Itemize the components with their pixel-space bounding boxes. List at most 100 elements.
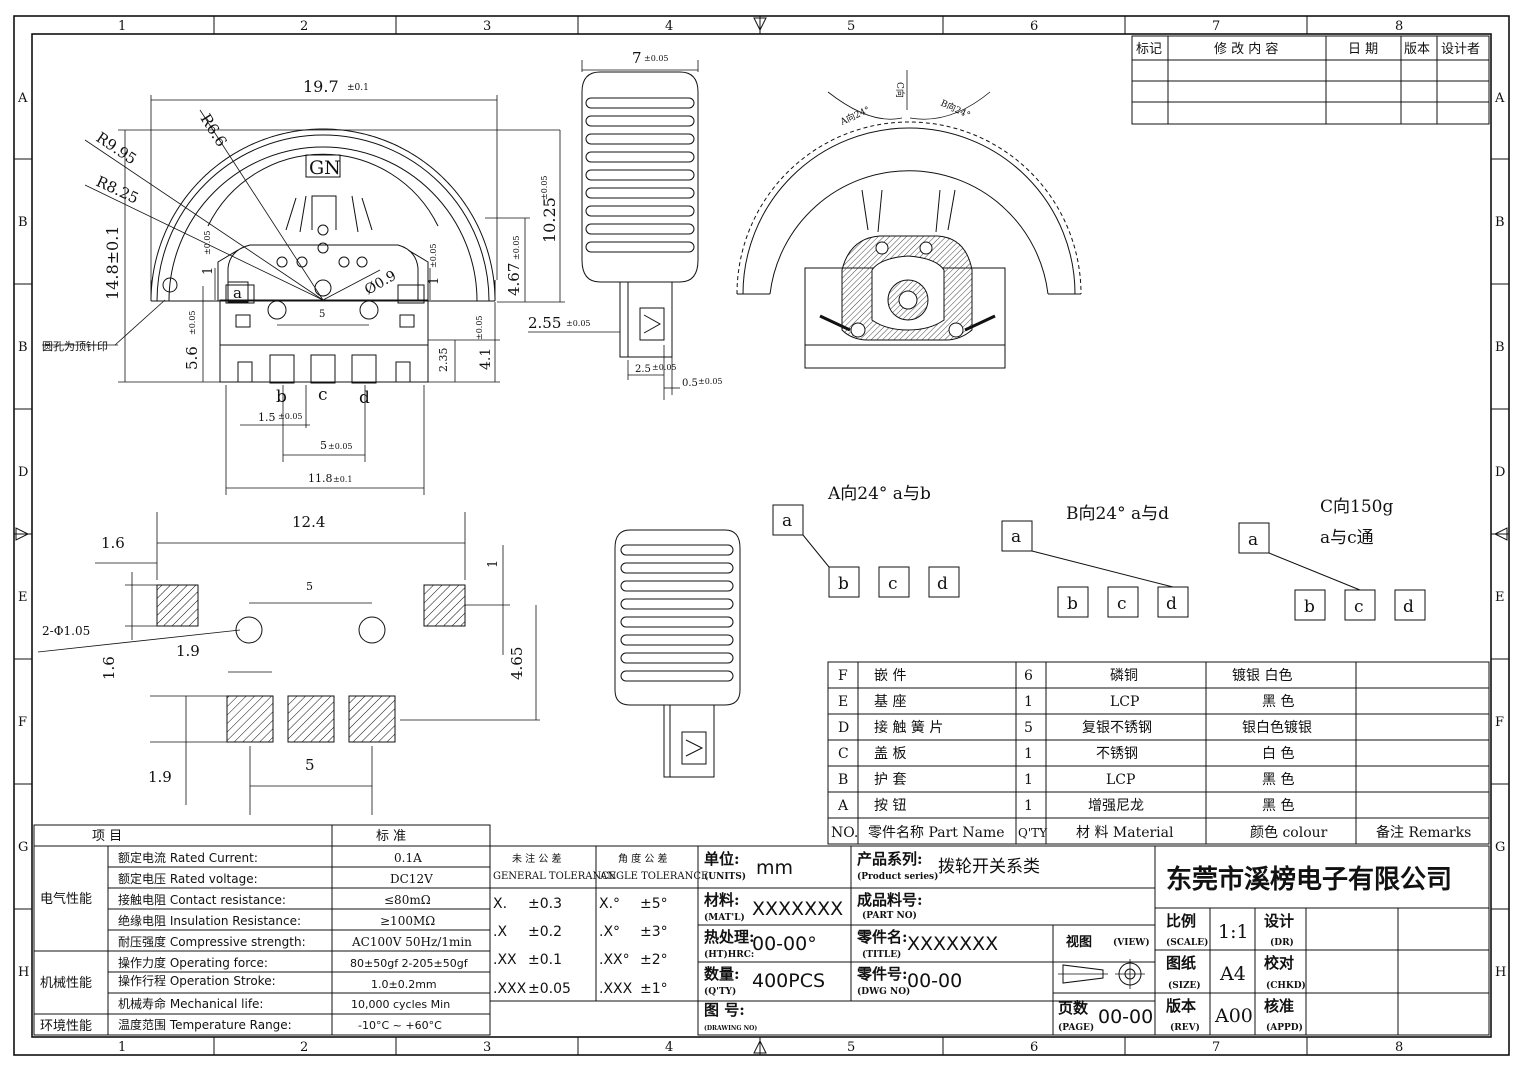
bom-no: E bbox=[838, 694, 848, 710]
bom-no: B bbox=[838, 772, 848, 788]
tb-size-value: A4 bbox=[1219, 963, 1246, 985]
bom-colour: 黑 色 bbox=[1262, 797, 1294, 814]
pcb-dim-465: 4.65 bbox=[508, 647, 526, 680]
dim-118: 11.8 bbox=[308, 472, 333, 485]
row-label: H bbox=[18, 965, 29, 980]
bom-qty: 5 bbox=[1024, 720, 1033, 736]
dim-1-right: 1 bbox=[427, 277, 442, 285]
rev-header: 版本 bbox=[1404, 42, 1430, 57]
tb-part-en: (PART NO) bbox=[862, 910, 917, 921]
bom-material: 不锈钢 bbox=[1096, 746, 1138, 762]
dim-255: 2.55 bbox=[528, 314, 561, 332]
spec-param: 绝缘电阻 Insulation Resistance: bbox=[118, 913, 301, 928]
logic-b-a: a bbox=[1011, 527, 1021, 547]
bom-material: LCP bbox=[1110, 694, 1139, 710]
logic-diagram-a: A向24° a与b a b c d bbox=[772, 484, 960, 598]
col-label: 7 bbox=[1212, 19, 1220, 34]
tb-units-cn: 单位: bbox=[704, 850, 740, 868]
tol-ang-val: ±2° bbox=[640, 952, 668, 968]
bom-qty: 1 bbox=[1024, 746, 1033, 762]
tb-dwg-value: 00-00 bbox=[907, 970, 962, 992]
dim-56-tol: ±0.05 bbox=[188, 310, 197, 335]
spec-value: 80±50gf 2-205±50gf bbox=[350, 957, 469, 970]
col-label: 2 bbox=[300, 1040, 308, 1055]
spec-value: DC12V bbox=[390, 872, 433, 886]
bom-qty: 6 bbox=[1024, 668, 1033, 684]
bom-colour: 黑 色 bbox=[1262, 771, 1294, 788]
tol-gen-key: .XX bbox=[493, 952, 517, 968]
spec-value: ≤80mΩ bbox=[384, 893, 431, 907]
bom-part: 接 触 簧 片 bbox=[874, 719, 943, 736]
bom-colour: 白 色 bbox=[1262, 745, 1294, 762]
tb-mat-cn: 材料: bbox=[704, 891, 740, 909]
logic-b-d: d bbox=[1166, 594, 1177, 614]
row-label: B bbox=[1495, 215, 1505, 230]
tol-gen-val: ±0.3 bbox=[528, 896, 562, 912]
logic-diagram-c: C向150g a与c通 a b c d bbox=[1238, 497, 1426, 621]
bom-colour: 黑 色 bbox=[1262, 693, 1294, 710]
spec-value: 1.0±0.2mm bbox=[371, 978, 437, 991]
tb-view-en: (VIEW) bbox=[1113, 937, 1150, 948]
rev-header: 修 改 内 容 bbox=[1214, 41, 1278, 57]
bom-header: 备注 Remarks bbox=[1376, 824, 1471, 841]
tb-appd-en: (APPD) bbox=[1266, 1022, 1303, 1033]
tol-gen-val: ±0.1 bbox=[528, 952, 562, 968]
dim-197: 19.7 bbox=[303, 77, 339, 96]
bom-header: Q'TY bbox=[1018, 826, 1048, 840]
tb-ht-value: 00-00° bbox=[752, 933, 817, 955]
dir-b-label: B向24° bbox=[939, 97, 973, 121]
logic-a-title: A向24° a与b bbox=[827, 484, 931, 504]
col-label: 5 bbox=[847, 1040, 855, 1055]
bom-table: F 嵌 件 6 磷铜 镀银 白色 E 基 座 1 LCP 黑 色 D 接 触 簧… bbox=[827, 661, 1490, 845]
row-label: D bbox=[1495, 465, 1505, 480]
dim-r995: R9.95 bbox=[93, 128, 140, 168]
tol-gen-key: .XXX bbox=[493, 981, 527, 997]
row-label: D bbox=[18, 465, 28, 480]
tol-ang-val: ±1° bbox=[640, 981, 668, 997]
row-label: G bbox=[18, 840, 28, 855]
bom-no: F bbox=[838, 668, 848, 684]
dim-25: 2.5 bbox=[635, 364, 651, 375]
col-label: 5 bbox=[847, 19, 855, 34]
row-label: F bbox=[18, 715, 27, 730]
spec-param: 温度范围 Temperature Range: bbox=[118, 1017, 292, 1032]
tb-series-en: (Product series) bbox=[857, 871, 938, 882]
col-label: 3 bbox=[483, 1040, 491, 1055]
tol-ang-key: .XX° bbox=[599, 952, 630, 968]
dir-c-label: C向 bbox=[894, 82, 906, 98]
logic-c-a: a bbox=[1248, 530, 1258, 550]
row-label: G bbox=[1495, 840, 1505, 855]
bom-qty: 1 bbox=[1024, 798, 1033, 814]
bom-header: NO. bbox=[831, 825, 858, 841]
dim-7: 7 bbox=[632, 49, 642, 67]
drawing-border bbox=[13, 15, 1510, 1056]
col-label: 6 bbox=[1030, 19, 1038, 34]
tb-scale-en: (SCALE) bbox=[1166, 937, 1208, 948]
dim-15: 1.5 bbox=[258, 411, 276, 424]
tb-view-cn: 视图 bbox=[1066, 934, 1092, 950]
logic-c-d: d bbox=[1403, 597, 1414, 617]
bom-part: 基 座 bbox=[874, 693, 906, 710]
spec-param: 额定电流 Rated Current: bbox=[118, 850, 258, 865]
tb-title-cn: 零件名: bbox=[856, 928, 908, 946]
pcb-dim-1: 1 bbox=[486, 560, 501, 568]
logic-c-title1: C向150g bbox=[1320, 497, 1393, 517]
dim-phi09: Ø0.9 bbox=[362, 268, 399, 299]
spec-table: 项 目 标 准 电气性能 机械性能 环境性能 额定电流 Rated Curren… bbox=[33, 824, 491, 1036]
row-label: B bbox=[18, 340, 28, 355]
col-label: 8 bbox=[1395, 19, 1403, 34]
pcb-dim-19a: 1.9 bbox=[176, 642, 200, 660]
tb-ht-en: (HT)HRC: bbox=[704, 949, 754, 960]
logic-a-c: c bbox=[888, 574, 898, 594]
bom-material: 磷铜 bbox=[1110, 668, 1138, 684]
bom-header: 材 料 Material bbox=[1076, 825, 1174, 841]
dim-1-left-tol: ±0.05 bbox=[203, 230, 212, 255]
tol-ang-key: .X° bbox=[599, 924, 620, 940]
spec-param: 额定电压 Rated voltage: bbox=[118, 871, 258, 886]
tol-ang-en: ANGLE TOLERANCE bbox=[599, 871, 708, 882]
bom-no: D bbox=[838, 720, 849, 736]
spec-group: 机械性能 bbox=[40, 976, 92, 991]
spec-header-item: 项 目 bbox=[92, 829, 122, 844]
dim-197-tol: ±0.1 bbox=[347, 83, 369, 93]
spec-value: -10°C ~ +60°C bbox=[358, 1019, 442, 1032]
